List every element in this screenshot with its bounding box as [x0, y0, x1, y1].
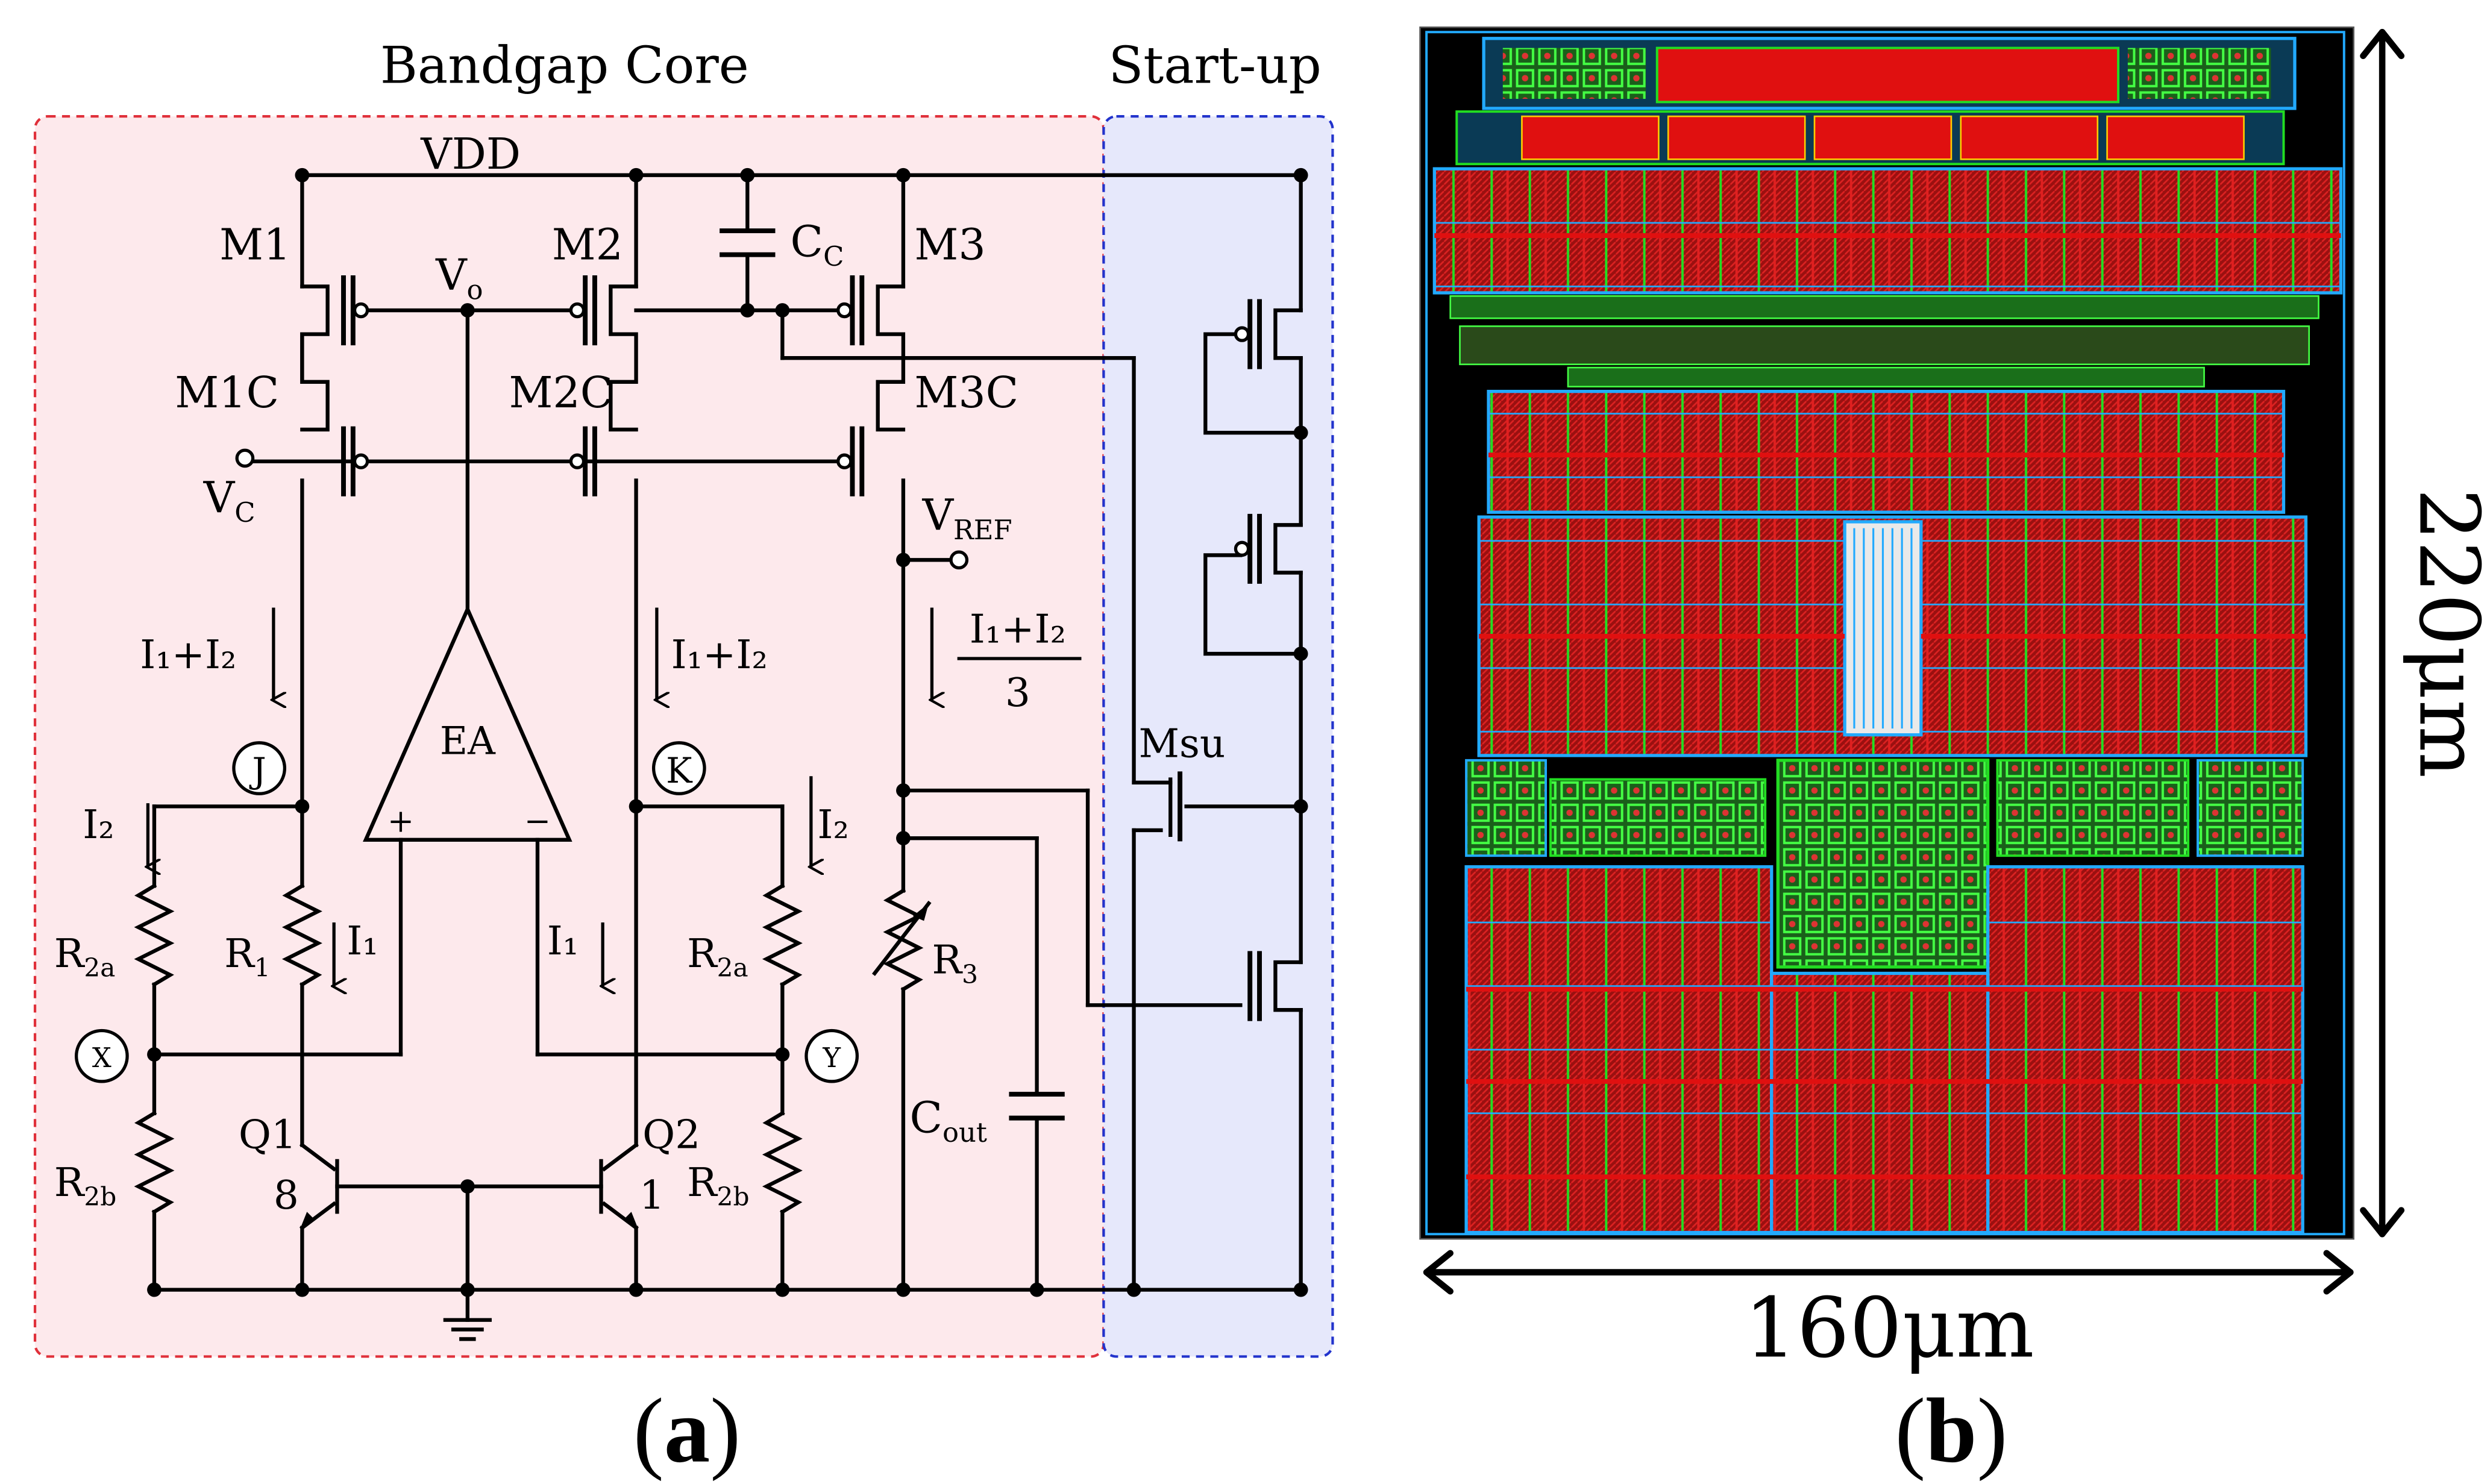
r2b-right-label: R2b [687, 1159, 750, 1212]
bottom-array-mid [1770, 971, 1990, 1235]
startup-region [1102, 114, 1334, 1358]
msu-label: Msu [1138, 721, 1225, 767]
top-strip-left [1502, 48, 1646, 99]
strip-green-1 [1449, 295, 2319, 319]
center-column-lines [1853, 528, 1913, 729]
current-i2-right: I₂ [817, 801, 849, 848]
node-k-label: K [666, 750, 693, 791]
r3-label: R3 [932, 936, 978, 989]
q2-ratio: 1 [639, 1172, 665, 1218]
junction-dots [147, 167, 1308, 1297]
current-i1-left: I₁ [347, 918, 378, 964]
mixed-band-left [1465, 759, 1548, 857]
r2a-right-label: R2a [687, 930, 748, 983]
caption-a: (a) [633, 1380, 741, 1482]
resistor-block [1521, 115, 1660, 160]
strip-green-3 [1567, 366, 2205, 388]
node-x-label: X [92, 1042, 111, 1074]
height-dimension: 220μm [2400, 488, 2484, 778]
amp-label: EA [440, 718, 496, 763]
node-y [804, 1028, 859, 1083]
m1c-label: M1C [175, 368, 279, 418]
q1-label: Q1 [239, 1112, 296, 1158]
vref-label: VREF [922, 490, 1012, 546]
resistor-block [1667, 115, 1806, 160]
caption-b: (b) [1895, 1380, 2007, 1482]
node-y-label: Y [822, 1042, 841, 1074]
upper-array [1432, 167, 2343, 295]
middle-array-top [1487, 389, 2286, 514]
terminals [235, 448, 969, 570]
current-frac-num: I₁+I₂ [970, 606, 1066, 653]
r2a-left-label: R2a [54, 930, 116, 983]
node-k [651, 741, 706, 795]
node-j-label: J [249, 750, 266, 791]
amp-plus: + [387, 803, 414, 840]
amp-minus: − [524, 803, 551, 840]
m2c-label: M2C [509, 368, 613, 418]
current-right-i1i2: I₁+I₂ [671, 631, 768, 678]
node-j [232, 741, 287, 795]
m3c-label: M3C [914, 368, 1018, 418]
startup-title: Start-up [1108, 36, 1321, 95]
q2-label: Q2 [642, 1112, 700, 1158]
bottom-red-rails [1466, 986, 2303, 1180]
vo-label: Vo [435, 250, 483, 306]
current-left-i1i2: I₁+I₂ [140, 631, 236, 678]
m1-label: M1 [219, 220, 290, 270]
r2b-left-label: R2b [54, 1159, 117, 1212]
cout-label: Cout [909, 1092, 986, 1148]
vdd-label: VDD [420, 129, 521, 179]
vc-label: VC [203, 472, 256, 528]
circled-nodes [75, 741, 859, 1083]
bandgap-core-title: Bandgap Core [380, 36, 749, 95]
mixed-band-right [2197, 759, 2304, 857]
width-dimension: 160μm [1744, 1280, 2034, 1376]
cc-label: CC [791, 216, 844, 272]
mixed-band-b [1996, 759, 2190, 857]
error-amplifier: EA + − [363, 604, 572, 842]
m3-label: M3 [914, 220, 985, 270]
bottom-array-right [1986, 865, 2304, 1235]
bandgap-core-region [33, 114, 1105, 1358]
gate-bubbles [353, 302, 1250, 557]
mixed-band-center [1776, 759, 1990, 969]
panel-a-schematic: Bandgap Core Start-up [33, 36, 1334, 1482]
strip-green-2 [1459, 325, 2310, 366]
bjt-arrows [300, 903, 929, 1228]
r1-label: R1 [224, 930, 271, 983]
m2-label: M2 [552, 220, 623, 270]
current-i2-left: I₂ [83, 801, 114, 848]
bottom-array-left [1464, 865, 1774, 1235]
top-strip-right [2127, 48, 2271, 99]
middle-red-rails [1434, 233, 2341, 639]
top-strip-core [1655, 46, 2120, 104]
mixed-band-a [1549, 778, 1767, 857]
panel-b-layout: 160μm 220μm (b) [1419, 26, 2484, 1482]
resistor-block [2106, 115, 2245, 160]
resistor-block [1813, 115, 1952, 160]
current-i1-right: I₁ [547, 918, 579, 964]
dimension-arrows [1423, 28, 2405, 1295]
resistor-block [1960, 115, 2099, 160]
node-x [75, 1028, 129, 1083]
current-frac-den: 3 [1005, 669, 1030, 716]
q1-ratio: 8 [274, 1172, 299, 1218]
current-arrows [148, 607, 932, 986]
